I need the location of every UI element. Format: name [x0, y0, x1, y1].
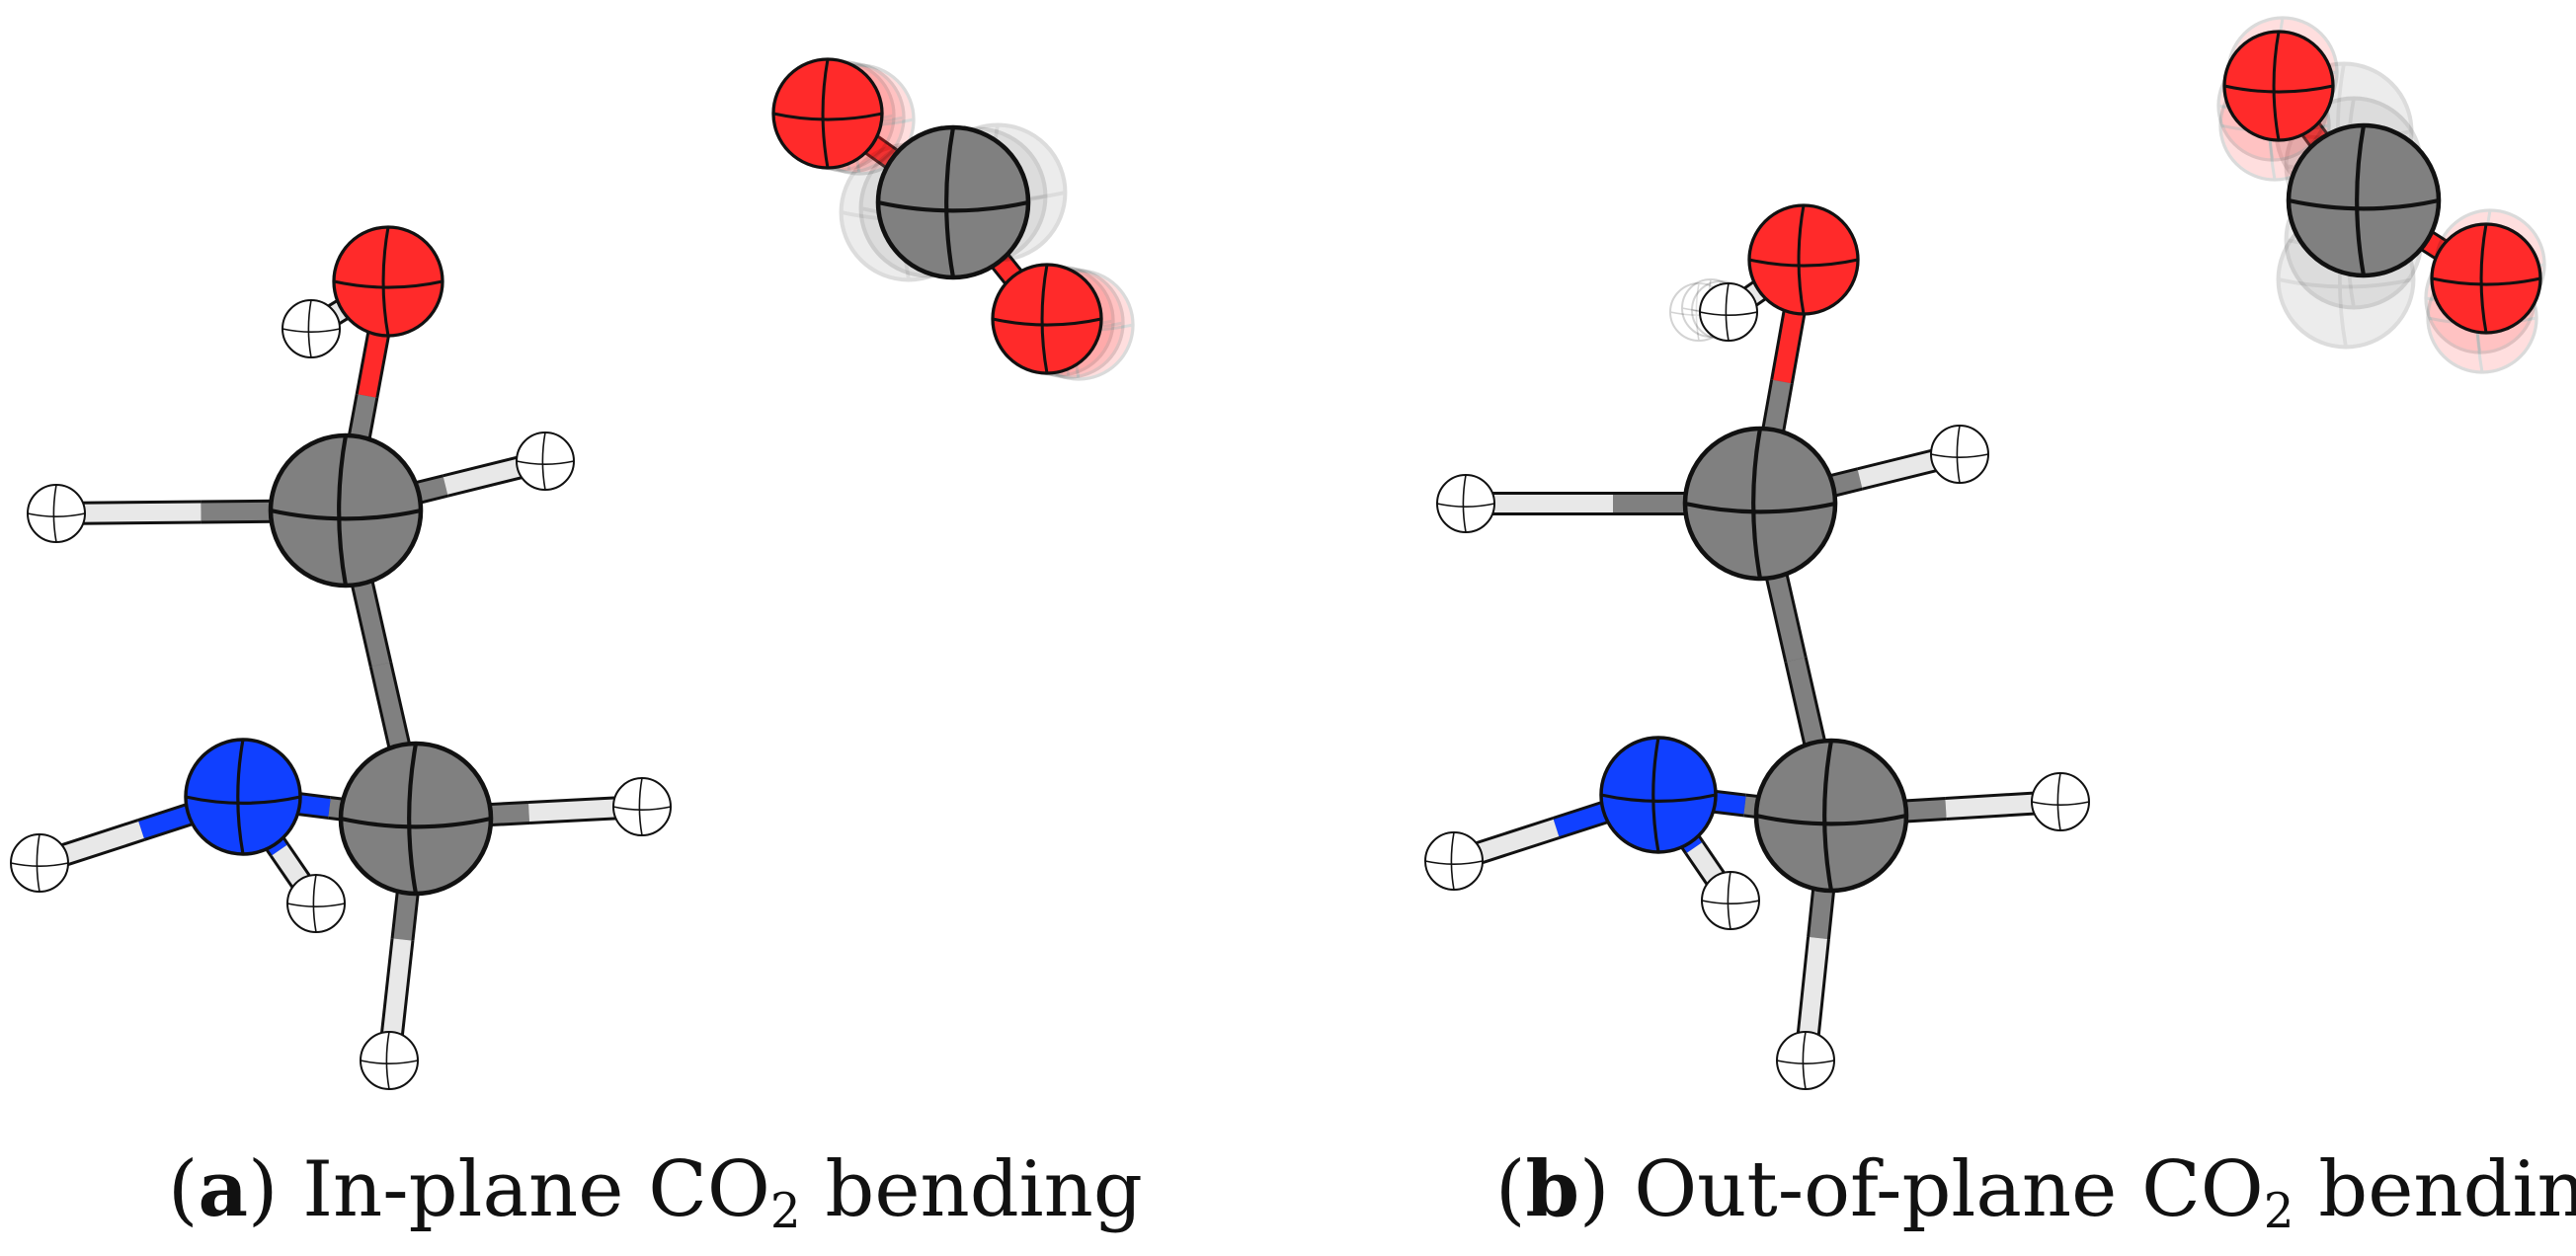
caption-text: In-plane CO	[302, 1145, 770, 1234]
oxygen-atom	[2222, 30, 2335, 142]
caption-text-after: bending	[825, 1145, 1143, 1234]
carbon-atom	[2286, 122, 2442, 278]
hydrogen-atom	[516, 432, 575, 491]
hydrogen-atom	[360, 1031, 419, 1090]
hydrogen-atom	[2031, 772, 2090, 831]
carbon-atom	[268, 432, 424, 589]
hydrogen-atom	[1699, 282, 1758, 342]
oxygen-atom	[771, 57, 884, 170]
caption-letter: a	[198, 1144, 248, 1234]
caption-a: (a) In-plane CO2 bending	[168, 1144, 1143, 1240]
hydrogen-atom	[612, 777, 672, 836]
caption-letter: b	[1525, 1144, 1579, 1234]
carbon-atom	[338, 741, 494, 897]
oxygen-atom	[1747, 203, 1860, 316]
nitrogen-atom	[184, 738, 302, 856]
caption-subscript: 2	[2263, 1184, 2294, 1240]
carbon-atom	[875, 124, 1031, 280]
carbon-atom	[1753, 738, 1909, 894]
caption-text: Out-of-plane CO	[1634, 1145, 2264, 1234]
hydrogen-atom	[1424, 831, 1484, 891]
oxygen-atom	[332, 225, 444, 338]
panel-b: (b) Out-of-plane CO2 bending	[1288, 0, 2576, 1256]
oxygen-atom	[991, 263, 1103, 375]
nitrogen-atom	[1599, 736, 1718, 854]
carbon-atom	[1682, 426, 1838, 582]
hydrogen-atom	[286, 874, 346, 933]
hydrogen-atom	[282, 299, 341, 358]
caption-subscript: 2	[769, 1184, 801, 1240]
panel-a: (a) In-plane CO2 bending	[10, 57, 1143, 1240]
hydrogen-atom	[1930, 425, 1989, 484]
caption-b: (b) Out-of-plane CO2 bending	[1495, 1136, 2576, 1244]
oxygen-atom	[2430, 222, 2542, 335]
hydrogen-atom	[1701, 871, 1760, 930]
molecule-diagram-a	[10, 57, 1135, 1090]
hydrogen-atom	[10, 833, 69, 893]
hydrogen-atom	[27, 484, 86, 543]
hydrogen-atom	[1776, 1031, 1835, 1090]
molecule-diagram-b	[1424, 16, 2546, 1090]
hydrogen-atom	[1436, 474, 1495, 533]
caption-text-after: bending	[2318, 1145, 2576, 1234]
